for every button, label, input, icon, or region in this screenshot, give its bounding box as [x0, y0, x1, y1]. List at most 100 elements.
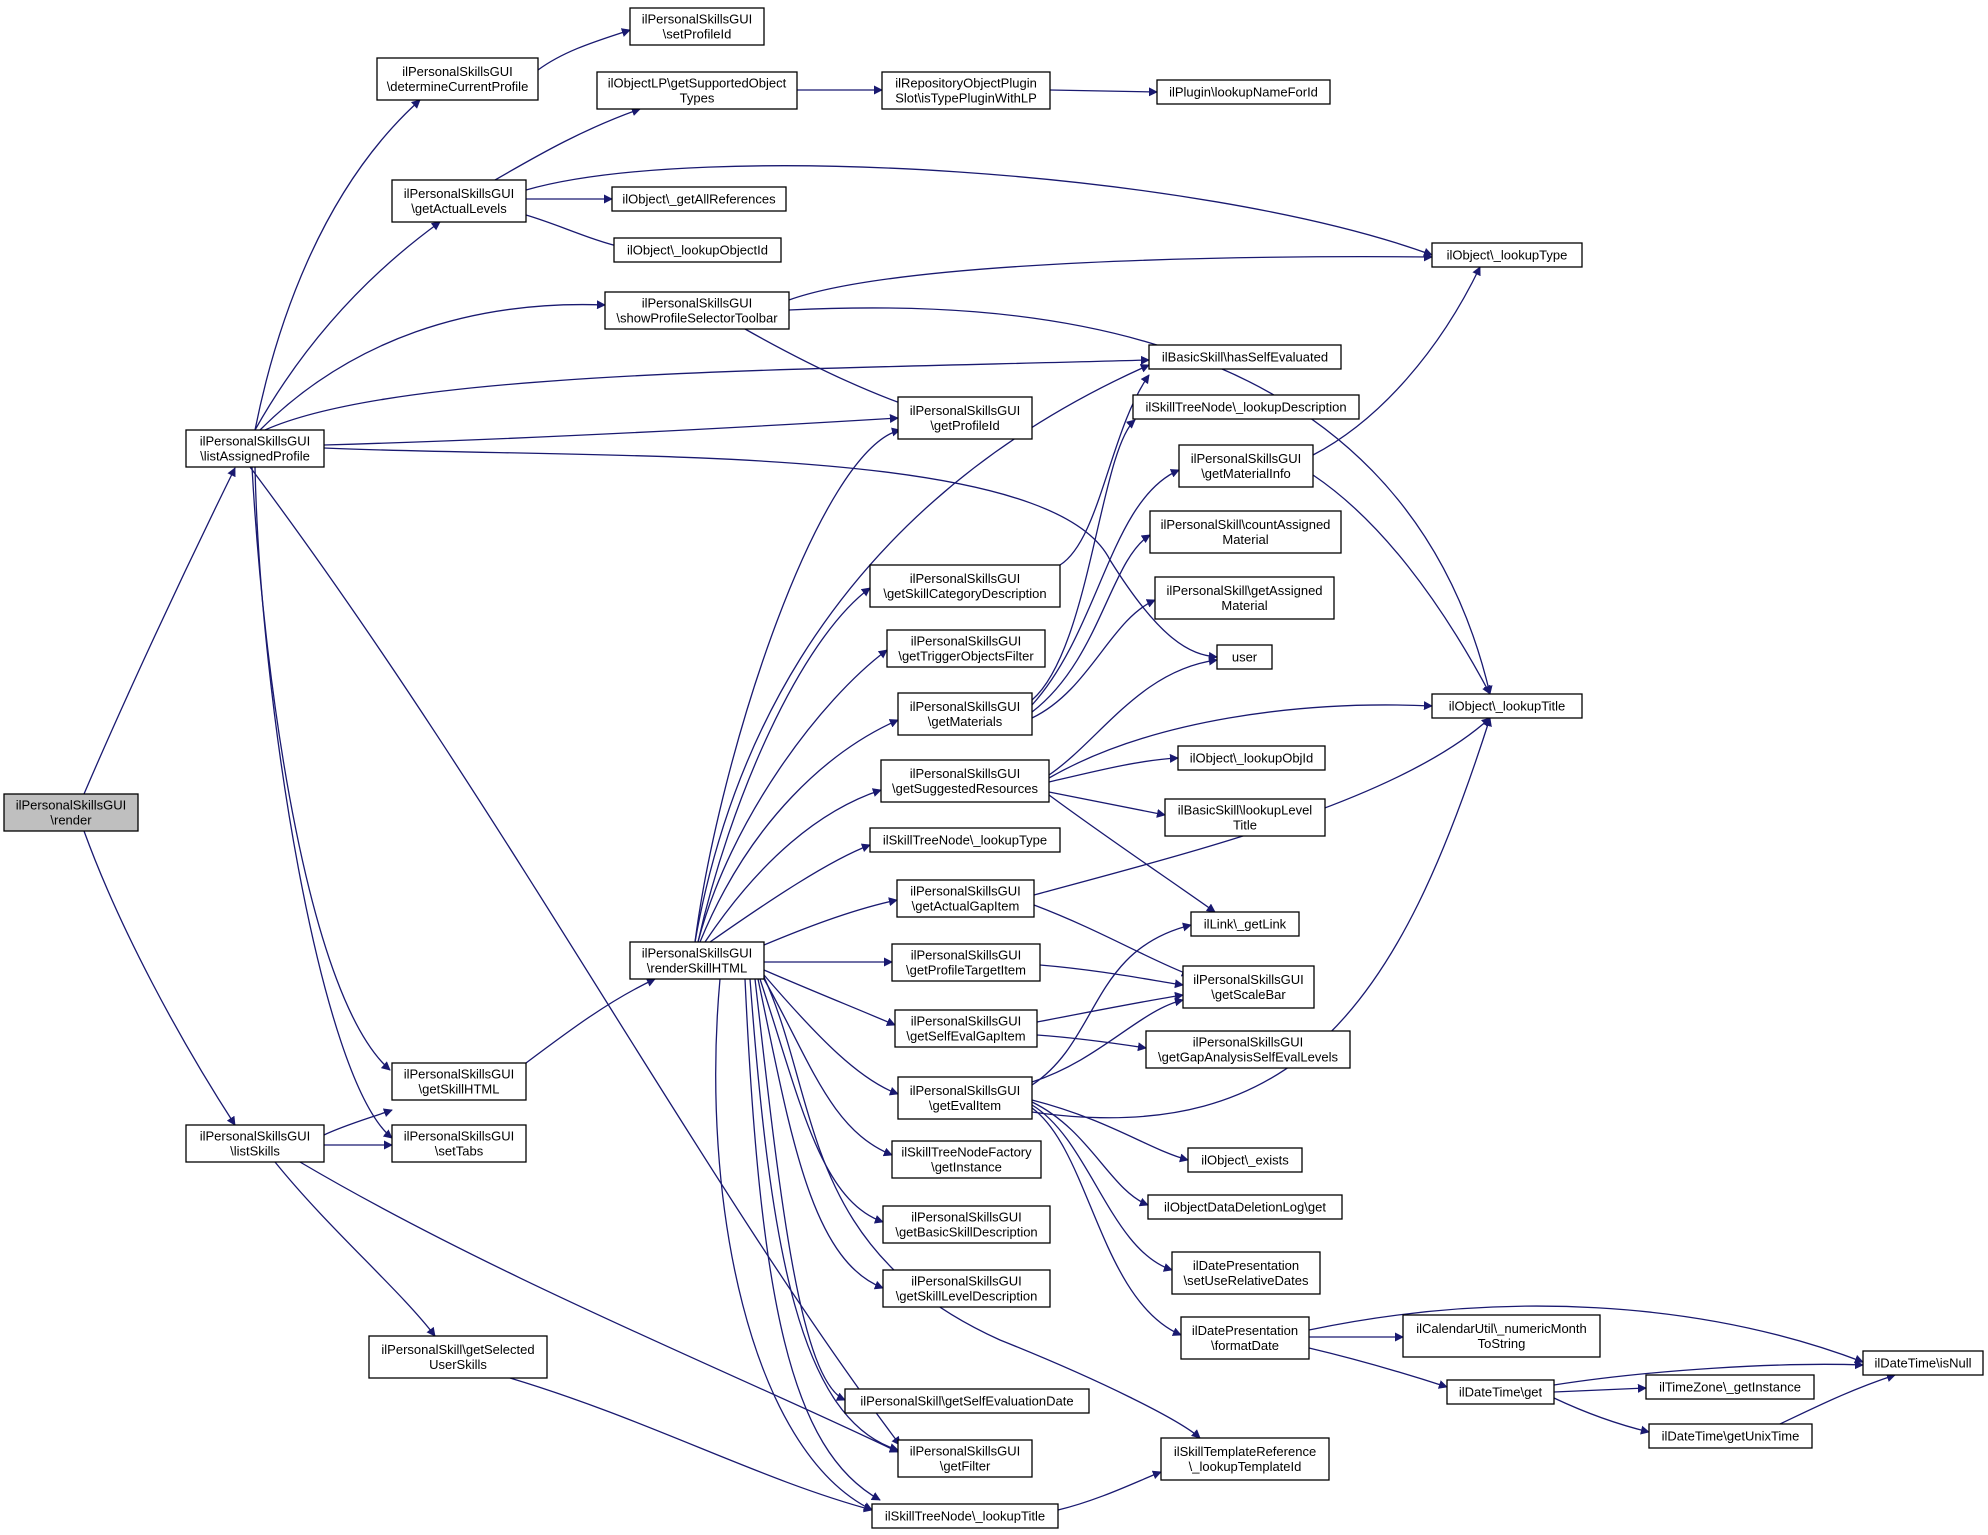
node-isTypePluginWithLP[interactable]: ilRepositoryObjectPluginSlot\isTypePlugi…	[881, 71, 1051, 110]
node-box	[1156, 79, 1331, 105]
node-label: \getSkillLevelDescription	[896, 1289, 1038, 1304]
node-deletionLogGet[interactable]: ilObjectDataDeletionLog\get	[1147, 1194, 1343, 1220]
node-getGapAnalysisSelfEvalLevels[interactable]: ilPersonalSkillsGUI\getGapAnalysisSelfEv…	[1145, 1030, 1351, 1069]
node-tzGetInstance[interactable]: ilTimeZone\_getInstance	[1645, 1374, 1815, 1400]
node-getBasicSkillDescription[interactable]: ilPersonalSkillsGUI\getBasicSkillDescrip…	[882, 1205, 1051, 1244]
node-label: \renderSkillHTML	[647, 961, 747, 976]
node-lookupNameForId[interactable]: ilPlugin\lookupNameForId	[1156, 79, 1331, 105]
edge-getSuggestedResources-to-lookupTitle	[1048, 701, 1433, 779]
node-getSkillLevelDescription[interactable]: ilPersonalSkillsGUI\getSkillLevelDescrip…	[882, 1269, 1051, 1308]
node-lookupType[interactable]: ilObject\_lookupType	[1431, 242, 1583, 268]
node-getFilter[interactable]: ilPersonalSkillsGUI\getFilter	[897, 1439, 1033, 1478]
node-label: ilPersonalSkillsGUI	[911, 1014, 1022, 1029]
node-label: \getTriggerObjectsFilter	[898, 649, 1034, 664]
node-getProfileTargetItem[interactable]: ilPersonalSkillsGUI\getProfileTargetItem	[891, 943, 1041, 982]
edge-renderSkillHTML-to-getFilter	[749, 978, 899, 1452]
node-lookupTitleNode[interactable]: ilSkillTreeNode\_lookupTitle	[871, 1503, 1059, 1529]
node-getSuggestedResources[interactable]: ilPersonalSkillsGUI\getSuggestedResource…	[880, 759, 1050, 803]
node-getEvalItem[interactable]: ilPersonalSkillsGUI\getEvalItem	[897, 1076, 1033, 1120]
node-label: ilPersonalSkillsGUI	[404, 1129, 515, 1144]
node-label: \getSkillCategoryDescription	[883, 586, 1046, 601]
node-lookupObjectId[interactable]: ilObject\_lookupObjectId	[613, 237, 782, 263]
node-getSelfEvaluationDate[interactable]: ilPersonalSkill\getSelfEvaluationDate	[844, 1388, 1090, 1414]
node-label: ilPersonalSkillsGUI	[1193, 1035, 1304, 1050]
node-label: ilObject\_getAllReferences	[622, 192, 776, 207]
node-getMaterialInfo[interactable]: ilPersonalSkillsGUI\getMaterialInfo	[1178, 444, 1314, 488]
node-listAssignedProfile[interactable]: ilPersonalSkillsGUI\listAssignedProfile	[185, 429, 325, 468]
node-render[interactable]: ilPersonalSkillsGUI\render	[3, 793, 139, 832]
node-lookupObjId[interactable]: ilObject\_lookupObjId	[1177, 745, 1326, 771]
node-label: ilPersonalSkillsGUI	[642, 12, 753, 27]
node-getMaterials[interactable]: ilPersonalSkillsGUI\getMaterials	[897, 692, 1033, 736]
node-label: ilPersonalSkillsGUI	[910, 403, 1021, 418]
node-box	[897, 692, 1033, 736]
node-setUseRelativeDates[interactable]: ilDatePresentation\setUseRelativeDates	[1171, 1251, 1321, 1295]
node-label: ilLink\_getLink	[1204, 917, 1287, 932]
node-label: \getMaterialInfo	[1201, 466, 1291, 481]
node-getUnixTime[interactable]: ilDateTime\getUnixTime	[1648, 1423, 1813, 1449]
node-label: \getEvalItem	[929, 1098, 1001, 1113]
node-formatDate[interactable]: ilDatePresentation\formatDate	[1180, 1316, 1310, 1360]
edge-listAssignedProfile-to-getProfileId	[323, 413, 899, 446]
node-label: ilObject\_lookupTitle	[1449, 699, 1566, 714]
node-box	[882, 1205, 1051, 1244]
node-label: \getBasicSkillDescription	[895, 1225, 1037, 1240]
node-box	[891, 943, 1041, 982]
node-listSkills[interactable]: ilPersonalSkillsGUI\listSkills	[185, 1124, 325, 1163]
node-box	[596, 71, 798, 110]
node-box	[871, 1503, 1059, 1529]
node-box	[1145, 1030, 1351, 1069]
node-label: ilPersonalSkillsGUI	[1191, 451, 1302, 466]
node-label: ilPersonalSkillsGUI	[642, 946, 753, 961]
node-getInstanceFactory[interactable]: ilSkillTreeNodeFactory\getInstance	[891, 1140, 1042, 1179]
node-box	[613, 237, 782, 263]
node-label: ilPlugin\lookupNameForId	[1169, 85, 1318, 100]
node-box	[1190, 911, 1300, 937]
edge-dateTimeGet-to-isNull	[1553, 1360, 1864, 1386]
node-lookupTemplateId[interactable]: ilSkillTemplateReference\_lookupTemplate…	[1160, 1437, 1330, 1481]
node-label: ilPersonalSkillsGUI	[911, 1210, 1022, 1225]
node-showProfileSelectorToolbar[interactable]: ilPersonalSkillsGUI\showProfileSelectorT…	[604, 291, 790, 330]
node-lookupTitle[interactable]: ilObject\_lookupTitle	[1431, 693, 1583, 719]
node-getActualLevels[interactable]: ilPersonalSkillsGUI\getActualLevels	[391, 179, 527, 223]
node-determineCurrentProfile[interactable]: ilPersonalSkillsGUI\determineCurrentProf…	[376, 57, 539, 101]
node-label: \setTabs	[435, 1144, 484, 1159]
node-lookupDescription[interactable]: ilSkillTreeNode\_lookupDescription	[1132, 394, 1360, 420]
node-getActualGapItem[interactable]: ilPersonalSkillsGUI\getActualGapItem	[896, 879, 1035, 918]
node-getScaleBar[interactable]: ilPersonalSkillsGUI\getScaleBar	[1182, 965, 1315, 1009]
node-renderSkillHTML[interactable]: ilPersonalSkillsGUI\renderSkillHTML	[629, 941, 765, 980]
node-setTabs[interactable]: ilPersonalSkillsGUI\setTabs	[391, 1124, 527, 1163]
node-user[interactable]: user	[1216, 644, 1273, 670]
node-getProfileId[interactable]: ilPersonalSkillsGUI\getProfileId	[897, 396, 1033, 440]
node-setProfileId[interactable]: ilPersonalSkillsGUI\setProfileId	[629, 7, 765, 46]
edge-getMaterialInfo-to-lookupTitle	[1312, 474, 1491, 695]
node-getAllReferences[interactable]: ilObject\_getAllReferences	[611, 186, 787, 212]
node-getLink[interactable]: ilLink\_getLink	[1190, 911, 1300, 937]
node-label: Slot\isTypePluginWithLP	[895, 91, 1037, 106]
node-dateTimeGet[interactable]: ilDateTime\get	[1446, 1379, 1555, 1405]
node-getSelfEvalGapItem[interactable]: ilPersonalSkillsGUI\getSelfEvalGapItem	[894, 1009, 1038, 1048]
node-label: \getSelfEvalGapItem	[906, 1029, 1025, 1044]
node-getSkillHTML[interactable]: ilPersonalSkillsGUI\getSkillHTML	[391, 1062, 527, 1101]
node-box	[869, 827, 1061, 853]
edge-renderSkillHTML-to-getSelfEvaluationDate	[754, 978, 846, 1401]
node-isNull[interactable]: ilDateTime\isNull	[1862, 1350, 1984, 1376]
node-label: ilPersonalSkillsGUI	[910, 766, 1021, 781]
node-label: ilObject\_lookupType	[1447, 248, 1568, 263]
node-hasSelfEvaluated[interactable]: ilBasicSkill\hasSelfEvaluated	[1148, 344, 1342, 370]
node-getTriggerObjectsFilter[interactable]: ilPersonalSkillsGUI\getTriggerObjectsFil…	[886, 629, 1046, 668]
node-box	[391, 179, 527, 223]
node-label: \getProfileTargetItem	[906, 963, 1026, 978]
node-lookupTypeNode[interactable]: ilSkillTreeNode\_lookupType	[869, 827, 1061, 853]
node-label: \getMaterials	[928, 714, 1003, 729]
node-getSkillCategoryDescription[interactable]: ilPersonalSkillsGUI\getSkillCategoryDesc…	[869, 564, 1061, 608]
node-exists[interactable]: ilObject\_exists	[1187, 1147, 1303, 1173]
edge-renderSkillHTML-to-lookupTypeNode	[709, 843, 871, 943]
